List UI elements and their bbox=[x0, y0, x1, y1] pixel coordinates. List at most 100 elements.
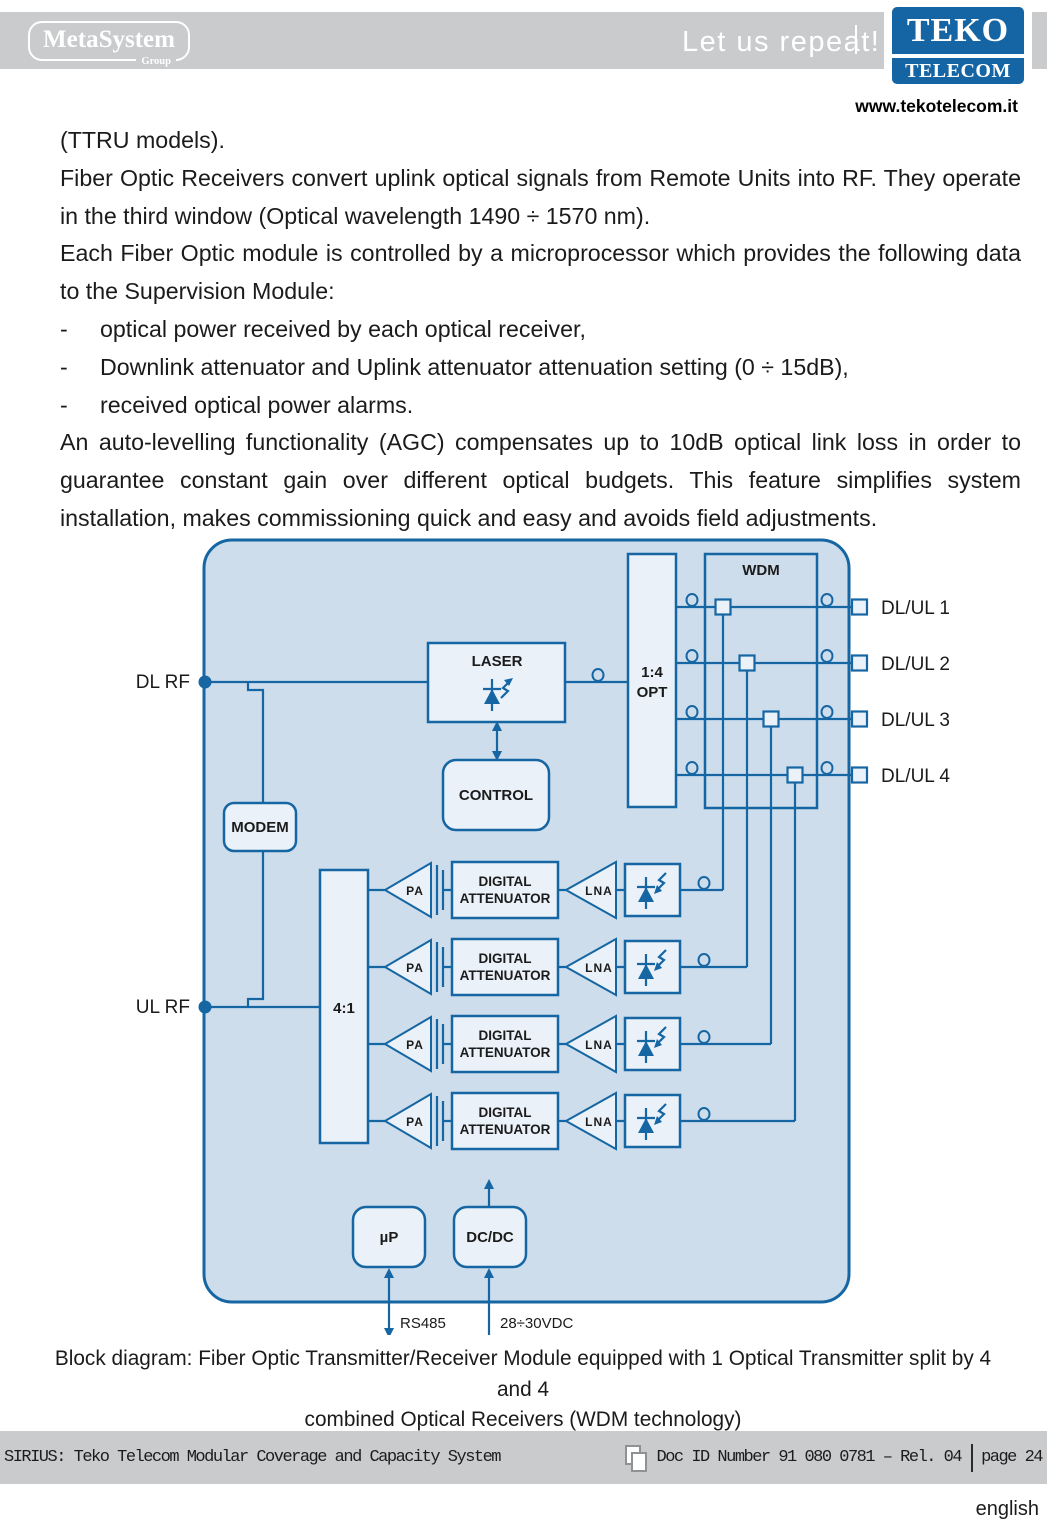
arrow-up-icon bbox=[492, 721, 502, 731]
paragraph-agc: An auto-levelling functionality (AGC) co… bbox=[60, 429, 1021, 531]
page-number: page 24 bbox=[981, 1448, 1043, 1467]
pa-label: PA bbox=[406, 884, 424, 898]
attenuator-label-1: DIGITAL bbox=[479, 1028, 532, 1043]
fiber-connector-icon bbox=[820, 705, 834, 719]
modem-tap-top bbox=[246, 682, 265, 803]
attenuator-label-1: DIGITAL bbox=[479, 1105, 532, 1120]
caption-line2: combined Optical Receivers (WDM technolo… bbox=[304, 1408, 742, 1431]
fiber-connector-icon bbox=[685, 593, 699, 607]
attenuator-label-1: DIGITAL bbox=[479, 874, 532, 889]
microprocessor-label: µP bbox=[380, 1229, 399, 1246]
lna-label: LNA bbox=[585, 884, 613, 898]
fiber-connector-icon bbox=[685, 761, 699, 775]
attenuator-label-1: DIGITAL bbox=[479, 951, 532, 966]
fiber-connector-icon bbox=[591, 668, 605, 682]
wdm-filter bbox=[786, 766, 804, 784]
optical-splitter-box bbox=[626, 552, 678, 809]
bullet-marker: - bbox=[60, 391, 68, 418]
teko-logo-line1: TEKO bbox=[906, 11, 1010, 49]
metasystem-group-text: Group bbox=[136, 56, 176, 67]
laser-label: LASER bbox=[472, 653, 523, 670]
fiber-connector-icon bbox=[820, 649, 834, 663]
lna-label: LNA bbox=[585, 1038, 613, 1052]
list-item: - Downlink attenuator and Uplink attenua… bbox=[60, 349, 1021, 387]
wdm-filter bbox=[762, 710, 780, 728]
vdc-label: 28÷30VDC bbox=[500, 1315, 573, 1332]
website-link: www.tekotelecom.it bbox=[855, 96, 1018, 116]
port-label: DL/UL 3 bbox=[881, 710, 950, 731]
digital-attenuator-box bbox=[450, 937, 560, 997]
port-connector bbox=[850, 766, 869, 784]
digital-attenuator-box bbox=[450, 860, 560, 920]
body-text: (TTRU models). Fiber Optic Receivers con… bbox=[60, 122, 1021, 538]
figure-caption: Block diagram: Fiber Optic Transmitter/R… bbox=[53, 1344, 993, 1436]
paragraph-ttru: (TTRU models). bbox=[60, 127, 225, 153]
wdm-filter bbox=[738, 654, 756, 672]
lna-amplifier bbox=[563, 860, 617, 920]
pages-icon bbox=[624, 1444, 647, 1472]
photodiode-box bbox=[623, 1016, 682, 1072]
fiber-connector-icon bbox=[820, 593, 834, 607]
control-label: CONTROL bbox=[459, 787, 533, 804]
footer-doc-info: Doc ID Number 91 080 0781 – Rel. 04 page… bbox=[624, 1443, 1047, 1472]
dl-rf-label: DL RF bbox=[136, 672, 190, 693]
fiber-connector-icon bbox=[697, 953, 711, 967]
block-diagram: LASER CONTROL 1:4 OPT WDM MODEM 4:1 PA D… bbox=[136, 538, 950, 1335]
attenuator-label-2: ATTENUATOR bbox=[460, 891, 551, 906]
pa-amplifier bbox=[383, 861, 432, 919]
modem-box bbox=[222, 801, 298, 853]
port-label: DL/UL 1 bbox=[881, 598, 950, 619]
combiner-label: 4:1 bbox=[333, 1000, 355, 1017]
arrow-down-icon bbox=[384, 1328, 394, 1335]
list-item: - optical power received by each optical… bbox=[60, 311, 1021, 349]
pa-amplifier bbox=[383, 938, 432, 996]
pa-label: PA bbox=[406, 1115, 424, 1129]
control-box bbox=[441, 758, 551, 832]
dl-rf-node bbox=[198, 675, 212, 689]
attenuator-label-2: ATTENUATOR bbox=[460, 1122, 551, 1137]
dcdc-label: DC/DC bbox=[466, 1229, 514, 1246]
port-connector bbox=[850, 598, 869, 616]
photodiode-box bbox=[623, 862, 682, 918]
wdm-label: WDM bbox=[742, 562, 780, 579]
dcdc-box bbox=[452, 1205, 528, 1269]
caption-line1: Block diagram: Fiber Optic Transmitter/R… bbox=[54, 1347, 992, 1401]
language-label: english bbox=[975, 1498, 1039, 1520]
bullet-marker: - bbox=[60, 353, 68, 380]
teko-logo-line2: TELECOM bbox=[892, 54, 1024, 84]
pa-amplifier bbox=[383, 1092, 432, 1150]
attenuator-label-2: ATTENUATOR bbox=[460, 968, 551, 983]
lna-amplifier bbox=[563, 1091, 617, 1151]
fiber-connector-icon bbox=[820, 761, 834, 775]
lna-amplifier bbox=[563, 1014, 617, 1074]
arrow-up-icon bbox=[384, 1268, 394, 1278]
metasystem-logo: MetaSystem Group bbox=[28, 21, 190, 67]
wdm-filter bbox=[714, 598, 732, 616]
lna-amplifier bbox=[563, 937, 617, 997]
modem-tap-bottom bbox=[246, 851, 265, 1007]
arrow-down-icon bbox=[492, 751, 502, 761]
attenuator-label-2: ATTENUATOR bbox=[460, 1045, 551, 1060]
metasystem-logo-text: MetaSystem bbox=[43, 26, 175, 53]
bullet-marker: - bbox=[60, 315, 68, 342]
photodiode-box bbox=[623, 1093, 682, 1149]
paragraph-module: Each Fiber Optic module is controlled by… bbox=[60, 240, 1021, 305]
paragraph-receivers: Fiber Optic Receivers convert uplink opt… bbox=[60, 164, 1021, 229]
digital-attenuator-box bbox=[450, 1014, 560, 1074]
header-tagline: Let us repeat! bbox=[682, 26, 881, 58]
ul-rf-label: UL RF bbox=[136, 997, 190, 1018]
microprocessor-box bbox=[351, 1205, 427, 1269]
footer-bar: SIRIUS: Teko Telecom Modular Coverage an… bbox=[0, 1431, 1047, 1484]
header-divider bbox=[855, 25, 857, 54]
ul-rf-node bbox=[198, 1000, 212, 1014]
digital-attenuator-box bbox=[450, 1091, 560, 1151]
combiner-box bbox=[318, 868, 370, 1145]
fiber-connector-icon bbox=[697, 876, 711, 890]
fiber-connector-icon bbox=[685, 649, 699, 663]
bullet-text: received optical power alarms. bbox=[100, 391, 414, 418]
arrow-up-icon bbox=[484, 1268, 494, 1278]
splitter-ratio-label: 1:4 bbox=[641, 664, 663, 681]
arrow-up-icon bbox=[484, 1179, 494, 1189]
wdm-box bbox=[703, 552, 819, 810]
fiber-connector-icon bbox=[685, 705, 699, 719]
